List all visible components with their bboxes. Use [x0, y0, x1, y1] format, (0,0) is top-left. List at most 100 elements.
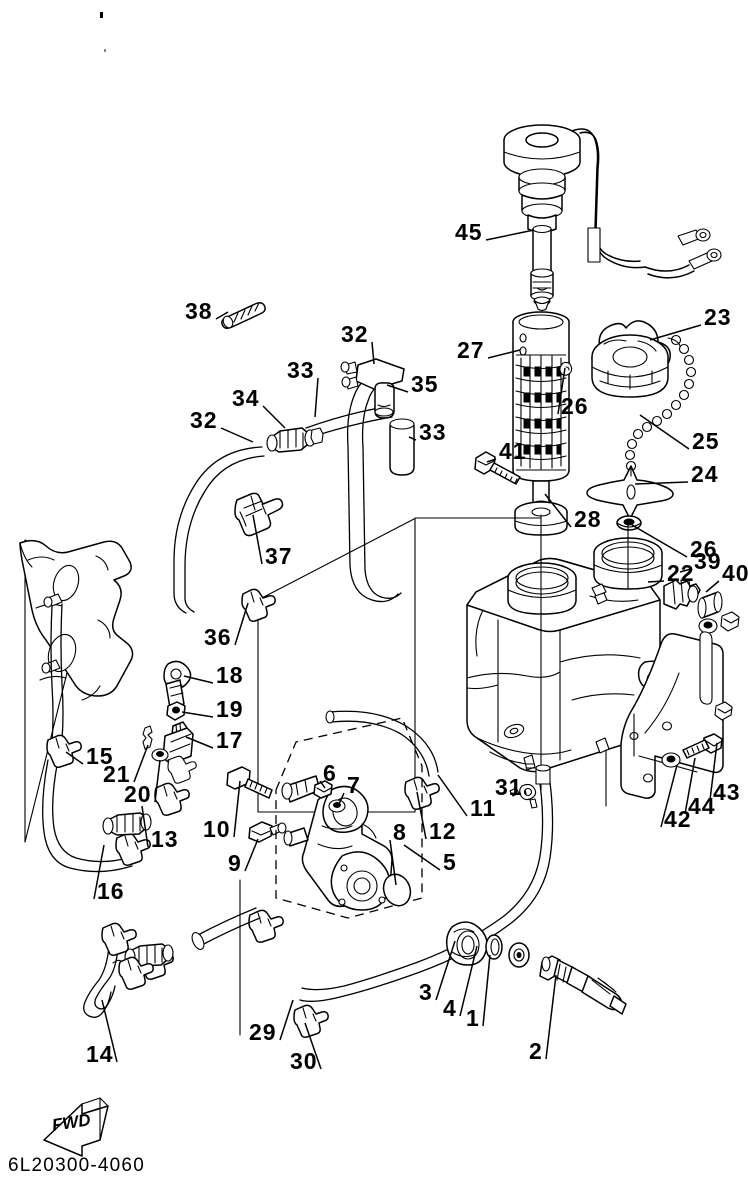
- leader-21: [133, 744, 149, 783]
- leader-13: [141, 805, 149, 848]
- callout-33: 33: [287, 357, 315, 383]
- leader-27: [487, 349, 521, 359]
- callout-24: 24: [691, 461, 719, 487]
- callout-44: 44: [688, 793, 716, 819]
- leader-11: [437, 774, 468, 817]
- part-10-bolt: [226, 766, 273, 799]
- part-35-t-fitting: [340, 358, 405, 419]
- callout-5: 5: [443, 849, 457, 875]
- callout-13: 13: [151, 826, 179, 852]
- leader-31: [524, 789, 527, 796]
- callout-10: 10: [203, 816, 231, 842]
- callout-26: 26: [561, 393, 589, 419]
- callout-19: 19: [216, 696, 244, 722]
- leader-6: [319, 780, 326, 789]
- leader-24: [634, 481, 689, 485]
- callout-32: 32: [190, 407, 218, 433]
- leader-26: [631, 524, 688, 558]
- part-6-bolt: [313, 780, 333, 799]
- callout-43: 43: [713, 779, 741, 805]
- pump-group-outline: [275, 717, 423, 919]
- callout-18: 18: [216, 662, 244, 688]
- leader-4: [459, 945, 478, 1017]
- leader-32: [371, 341, 375, 365]
- part-41-bolt: [474, 451, 521, 485]
- part-36-clamp: [241, 588, 276, 622]
- leader-44: [684, 757, 696, 815]
- leader-36: [234, 602, 249, 646]
- callout-20: 20: [124, 781, 152, 807]
- part-12-clamp-c: [248, 909, 284, 943]
- callout-42: 42: [664, 806, 692, 832]
- leader-37: [252, 514, 263, 565]
- part-42-mounting-bracket: [620, 631, 724, 799]
- callout-16: 16: [97, 878, 125, 904]
- leader-39: [679, 568, 692, 573]
- leader-42: [660, 764, 678, 828]
- leader-14: [101, 999, 118, 1063]
- part-43-bolt: [682, 733, 723, 759]
- leader-10: [233, 780, 241, 838]
- callout-8: 8: [393, 819, 407, 845]
- leader-12: [416, 791, 427, 840]
- scan-speck: [104, 49, 106, 52]
- leader-33: [314, 377, 319, 418]
- bracket-upper-bolt: [714, 701, 733, 721]
- leader-33: [408, 436, 417, 441]
- leader-28: [544, 493, 572, 528]
- part-17-check-valve: [162, 721, 197, 784]
- callout-2: 2: [529, 1038, 543, 1064]
- callout-36: 36: [204, 624, 232, 650]
- callout-21: 21: [103, 761, 131, 787]
- callout-28: 28: [574, 506, 602, 532]
- callout-11: 11: [470, 795, 497, 821]
- callout-leader-lines: [65, 229, 720, 1070]
- callout-3: 3: [419, 979, 433, 1005]
- callout-27: 27: [457, 337, 485, 363]
- leader-22: [647, 580, 665, 583]
- fwd-arrow: [43, 1097, 109, 1157]
- leader-3: [435, 940, 456, 1001]
- part-9-fitting: [248, 821, 287, 843]
- part-5-oil-pump: [281, 775, 393, 911]
- callout-26: 26: [690, 536, 718, 562]
- callout-29: 29: [249, 1019, 277, 1045]
- leader-5: [403, 844, 441, 871]
- part-33-sleeve-right: [389, 418, 415, 476]
- leader-16: [93, 844, 105, 900]
- part-38-hose-sleeve: [221, 301, 266, 330]
- part-23-filler-cap: [591, 320, 671, 398]
- leader-17: [185, 736, 214, 749]
- sensor-wire-harness: [571, 128, 722, 279]
- part-39-fitting: [663, 579, 701, 610]
- leader-26: [557, 367, 566, 415]
- part-4-oring: [485, 934, 503, 960]
- leader-35: [386, 384, 409, 393]
- callout-45: 45: [455, 219, 483, 245]
- callout-17: 17: [216, 727, 244, 753]
- callout-12: 12: [429, 818, 457, 844]
- callout-22: 22: [667, 560, 695, 586]
- leader-23: [649, 324, 702, 341]
- upper-right-fasteners: [698, 611, 740, 634]
- pump-outlet-hose: [325, 710, 439, 777]
- part-11-hose: [191, 907, 261, 950]
- leader-18: [183, 675, 214, 684]
- part-44-washer: [661, 752, 681, 768]
- part-22-oil-tank: [466, 514, 677, 773]
- leader-20: [154, 759, 161, 803]
- leader-1: [482, 954, 491, 1027]
- callout-25: 25: [692, 428, 720, 454]
- filter-mesh: [515, 354, 567, 470]
- part-20-washer: [151, 748, 169, 762]
- leader-41: [486, 458, 497, 463]
- callout-9: 9: [228, 850, 242, 876]
- callout-14: 14: [86, 1041, 114, 1067]
- leader-43: [709, 742, 718, 801]
- part-31-clamp: [509, 783, 538, 809]
- leader-9: [244, 838, 259, 872]
- part-40-spacer: [697, 591, 723, 619]
- callout-34: 34: [232, 385, 260, 411]
- callout-38: 38: [185, 298, 213, 324]
- part-1-washer: [508, 942, 530, 968]
